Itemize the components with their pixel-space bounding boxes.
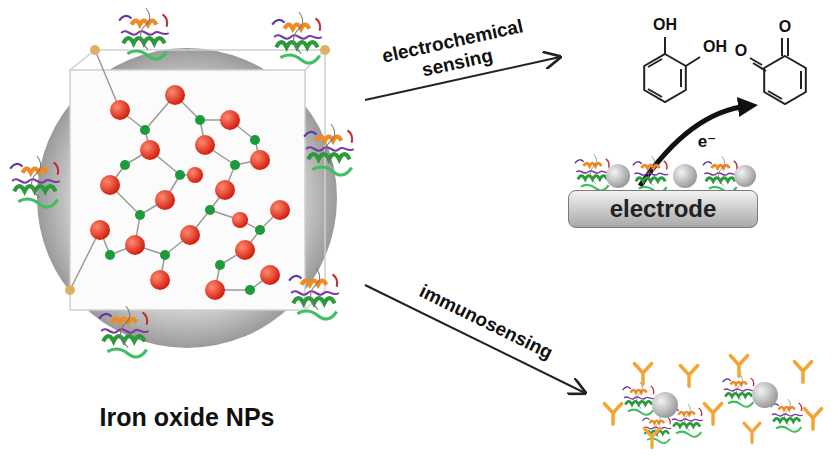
node-text: Iron oxide NPs	[99, 403, 274, 432]
atom-label: OH	[645, 16, 685, 34]
arrow-label: electrochemical sensing	[367, 12, 542, 91]
electron-label: e⁻	[693, 132, 721, 152]
atom-label: OH	[695, 38, 735, 56]
particle-label: Iron oxide NPs	[30, 398, 344, 437]
arrow-label: immunosensing	[405, 275, 567, 369]
node-text: electrode	[610, 195, 717, 223]
electrode-box: electrode	[568, 190, 758, 228]
atom-label: O	[773, 18, 797, 36]
atom-label: O	[729, 42, 753, 60]
